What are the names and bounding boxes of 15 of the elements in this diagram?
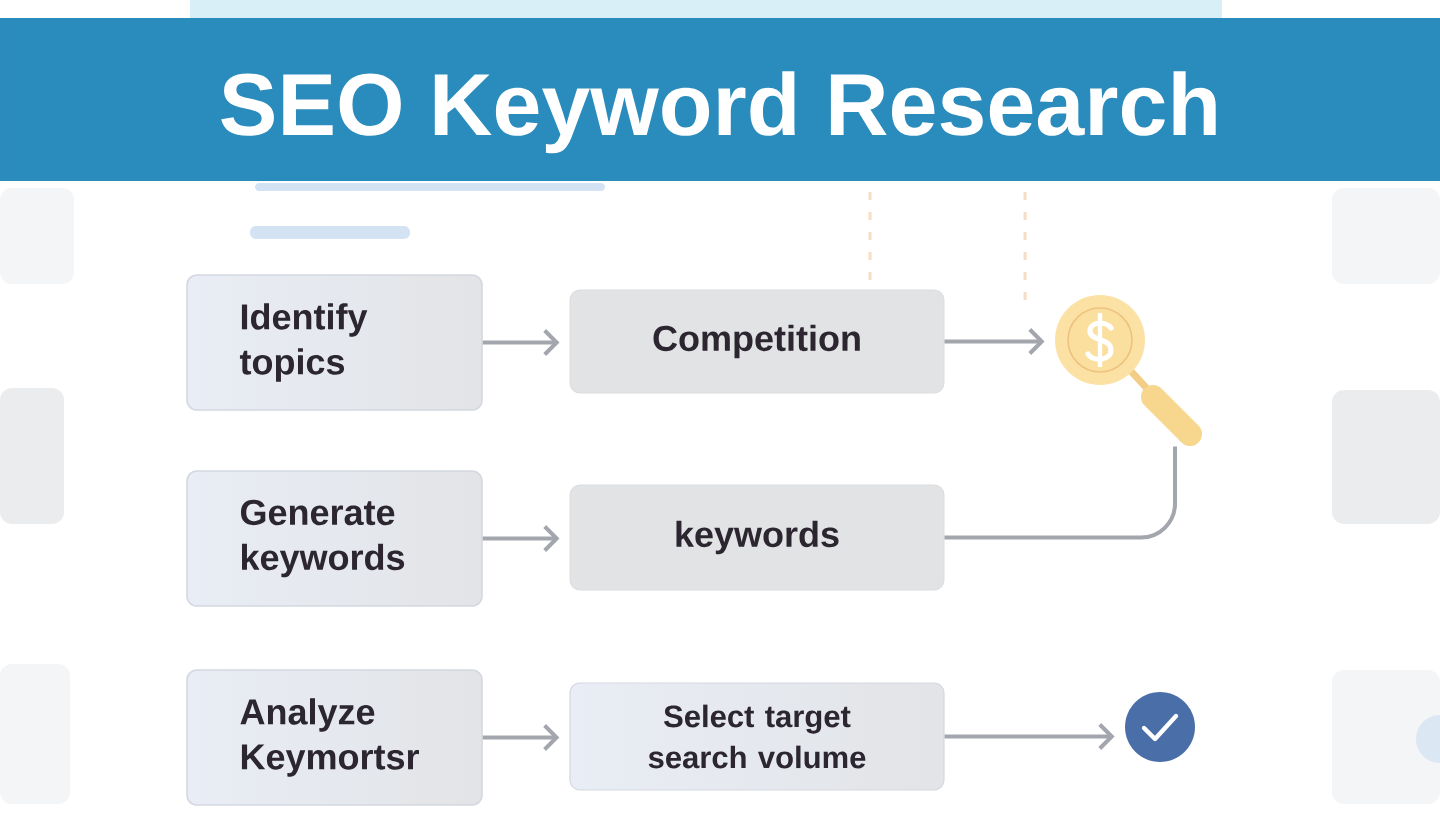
magnifier-icon	[1055, 295, 1202, 446]
process-box: Analyze Keymortsr	[186, 669, 483, 806]
title-banner: SEO Keyword Research	[0, 18, 1440, 181]
arrow	[482, 525, 560, 552]
process-box: Identify topics	[186, 274, 483, 411]
process-box: Generate keywords	[186, 470, 483, 607]
arrow	[944, 328, 1045, 355]
check-icon	[1125, 692, 1195, 762]
arrow	[944, 723, 1115, 750]
arrow	[482, 724, 560, 751]
arrow	[482, 329, 560, 356]
process-box: Select target search volume	[569, 682, 945, 791]
process-box: Competition	[569, 289, 945, 394]
process-box: keywords	[569, 484, 945, 591]
blurred-card	[1332, 670, 1440, 804]
